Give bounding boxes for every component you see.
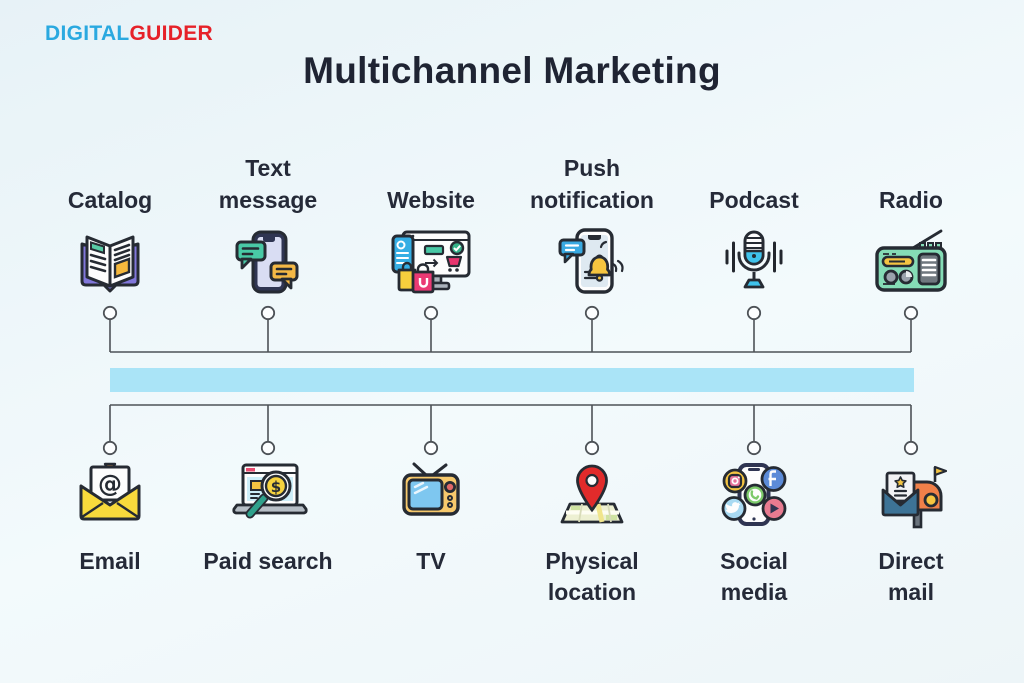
brand-logo-digital: DIGITAL [45,22,130,45]
radio-icon [833,226,989,300]
channel-catalog: Catalog [32,150,188,300]
channel-physical-location: Physical location [514,460,670,609]
timeline-top-stems [109,319,912,353]
channel-label-email: Email [79,548,141,574]
direct-mail-icon [833,460,989,536]
svg-text:@: @ [98,470,122,498]
channel-radio: Radio [833,150,989,300]
timeline-bar [110,368,914,392]
physical-location-icon [514,460,670,536]
channel-label-tv: TV [416,548,446,574]
channel-label-radio: Radio [879,186,943,213]
channel-label-catalog: Catalog [67,186,153,213]
timeline-bottom-stems [109,404,912,442]
channel-label-podcast: Podcast [709,186,799,213]
channel-label-physical-location: Physical location [545,548,639,606]
channel-podcast: Podcast [676,150,832,300]
timeline-top-nodes [102,305,919,321]
timeline-bottom-nodes [102,440,919,456]
channel-website: Website [353,150,509,300]
push-notification-icon [514,226,670,300]
svg-text:$: $ [271,478,281,496]
website-icon [353,226,509,300]
channel-social-media: Social media [676,460,832,609]
channel-paid-search: $ Paid search [190,460,346,577]
channel-push-notification: Push notification [514,150,670,300]
channel-label-social-media: Social media [720,548,788,606]
channel-label-text-message: Text message [218,155,318,213]
brand-logo-guider: GUIDER [129,22,214,45]
text-message-icon [190,226,346,300]
social-media-icon [676,460,832,536]
paid-search-icon: $ [190,460,346,536]
channel-direct-mail: Direct mail [833,460,989,609]
brand-logo: DIGITALGUIDER [45,22,213,46]
channel-text-message: Text message [190,150,346,300]
channel-label-push-notification: Push notification [530,155,654,213]
channel-email: @ Email [32,460,188,577]
podcast-icon [676,226,832,300]
channel-tv: TV [353,460,509,577]
channel-label-paid-search: Paid search [203,548,333,574]
catalog-icon [32,226,188,300]
channel-label-direct-mail: Direct mail [878,548,944,606]
tv-icon [353,460,509,536]
channel-label-website: Website [387,186,475,213]
email-icon: @ [32,460,188,536]
page-title: Multichannel Marketing [303,50,721,91]
